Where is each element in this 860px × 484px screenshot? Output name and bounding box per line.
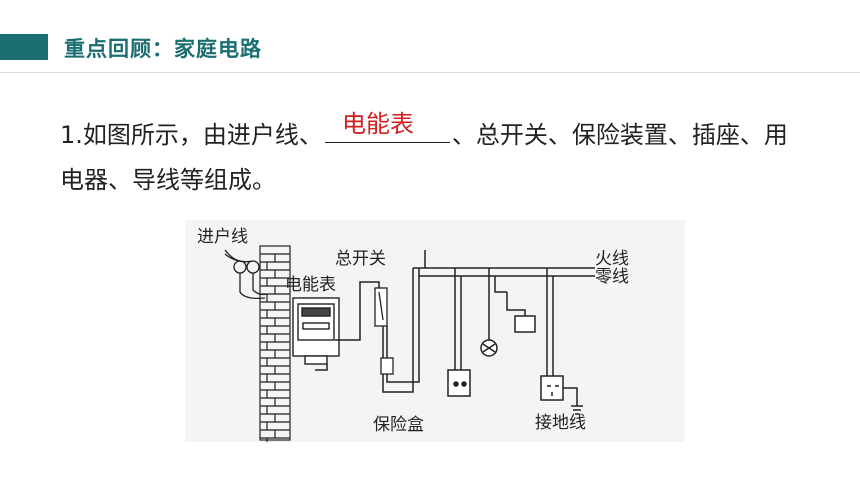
energy-meter [292, 297, 340, 365]
label-fuse-box: 保险盒 [373, 415, 424, 435]
circuit-wires [315, 250, 595, 415]
entry-insulators [224, 249, 268, 300]
circuit-diagram: 进户线 电能表 总开关 保险盒 火线 零线 接地线 [197, 227, 629, 446]
header-accent-bar [0, 34, 52, 60]
label-meter: 电能表 [285, 275, 336, 295]
fuse-box [380, 357, 394, 375]
header-divider [0, 72, 860, 73]
question-line-1: 1.如图所示，由进户线、 、总开关、保险装置、插座、用 [60, 115, 788, 150]
label-neutral-wire: 零线 [595, 267, 629, 287]
label-entry-line: 进户线 [197, 227, 248, 247]
label-live-wire: 火线 [595, 249, 629, 269]
question-text-before: 1.如图所示，由进户线、 [60, 121, 323, 149]
answer-blank [324, 124, 450, 143]
household-circuit-figure: 进户线 电能表 总开关 保险盒 火线 零线 接地线 [185, 220, 685, 446]
label-main-switch: 总开关 [335, 249, 386, 269]
main-switch [374, 287, 388, 327]
brick-wall [259, 245, 291, 446]
question-line-2: 电器、导线等组成。 [60, 166, 276, 194]
question-text-after: 、总开关、保险装置、插座、用 [451, 121, 788, 149]
label-ground-wire: 接地线 [535, 413, 586, 433]
page-title: 重点回顾：家庭电路 [64, 37, 262, 61]
answer-text: 电能表 [342, 110, 414, 138]
